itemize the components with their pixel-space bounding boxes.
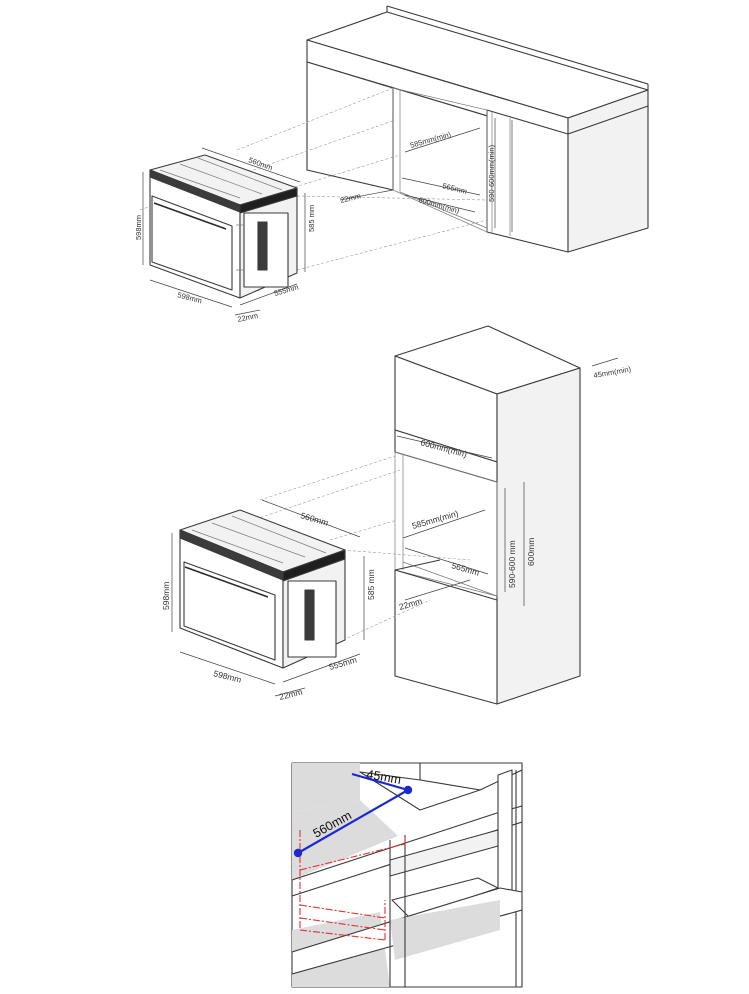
label-cabinet-depth-2: 560mm bbox=[299, 510, 329, 527]
label-niche-depth-1: 585mm(min) bbox=[409, 130, 452, 150]
label-oven-height-1: 598mm bbox=[134, 215, 143, 240]
label-niche-width-1: 600mm(min) bbox=[417, 195, 460, 215]
oven-undercounter bbox=[149, 154, 298, 299]
label-cabinet-depth-1: 560mm bbox=[247, 155, 274, 172]
projection-lines-2 bbox=[179, 455, 471, 641]
diagram-column: 45mm(min) 600mm(min) 560mm 585mm(min) 56… bbox=[161, 325, 632, 705]
label-top-gap-2: 45mm(min) bbox=[593, 364, 632, 380]
label-fascia-1: 22mm bbox=[237, 311, 259, 324]
endpoint-dot bbox=[403, 785, 413, 795]
diagram-ventilation: 45mm 560mm bbox=[291, 762, 523, 988]
niche-dimensions-2 bbox=[396, 357, 619, 606]
label-niche-inner-2: 565mm bbox=[450, 560, 480, 577]
endpoint-dot bbox=[293, 848, 303, 858]
label-fascia-2: 22mm bbox=[278, 687, 303, 702]
label-niche-height-b-2: 600mm bbox=[526, 538, 536, 566]
cabinet-undercounter bbox=[306, 5, 649, 253]
label-gap-1: 22mm bbox=[339, 191, 361, 205]
label-niche-depth-2: 585mm(min) bbox=[411, 508, 460, 531]
label-niche-height-1: 590-600mm(min) bbox=[487, 144, 496, 202]
label-niche-inner-1: 565mm bbox=[442, 181, 468, 196]
oven-dimensions-1 bbox=[142, 147, 306, 316]
niche-dimensions-1 bbox=[339, 118, 513, 232]
label-oven-width-2: 598mm bbox=[213, 668, 243, 685]
cabinet-column bbox=[394, 325, 581, 705]
cutout-outline bbox=[299, 830, 406, 941]
oven-dimensions-2 bbox=[171, 499, 365, 697]
label-oven-width-1: 598mm bbox=[176, 290, 202, 305]
label-oven-body-height-1: 585 mm bbox=[307, 205, 316, 232]
label-oven-body-height-2: 585 mm bbox=[366, 569, 376, 600]
diagram-undercounter: 560mm 585mm(min) 565mm 600mm(min) 590-60… bbox=[134, 5, 649, 324]
label-niche-height-2: 590-600 mm bbox=[507, 540, 517, 588]
oven-column bbox=[179, 509, 346, 669]
ventilation-gap-marker bbox=[293, 772, 413, 858]
label-vent-gap-3: 45mm bbox=[365, 767, 402, 787]
label-oven-height-2: 598mm bbox=[161, 582, 171, 610]
